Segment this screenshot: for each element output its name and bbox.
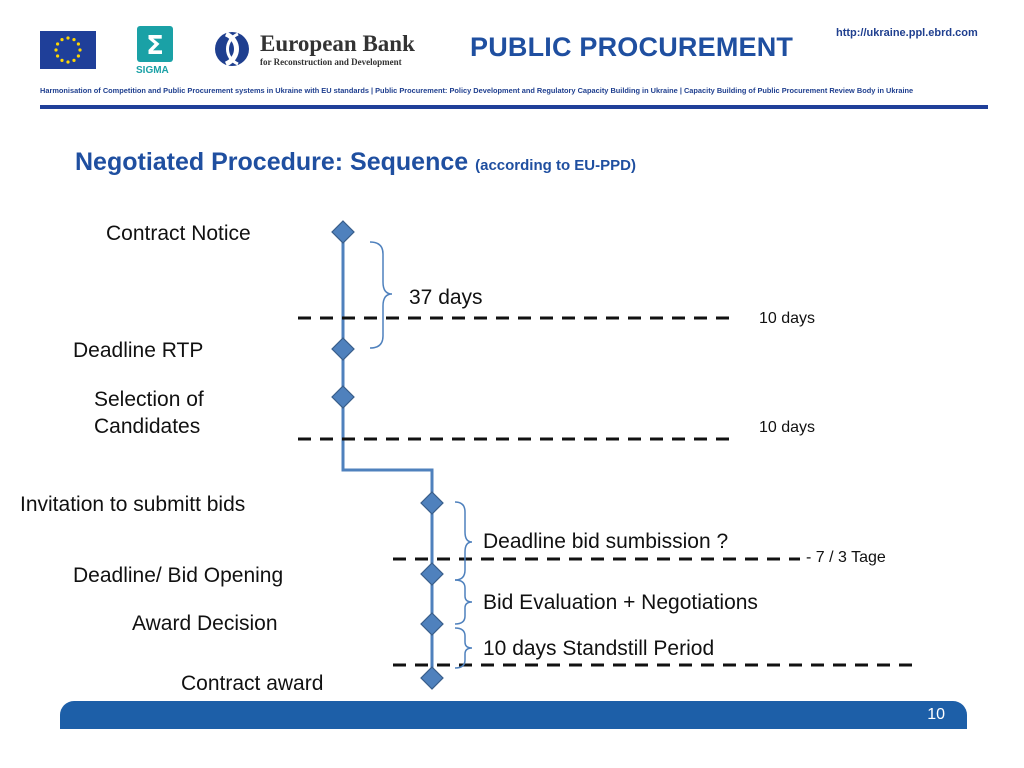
curly-bracket xyxy=(454,627,473,669)
curly-bracket xyxy=(454,501,473,581)
ebrd-subtitle: for Reconstruction and Development xyxy=(260,57,402,67)
milestone-diamond xyxy=(331,220,355,244)
milestone-diamond xyxy=(420,612,444,636)
slide-title-main: Negotiated Procedure: Sequence xyxy=(75,148,469,176)
step-label-deadline-rtp: Deadline RTP xyxy=(73,339,204,362)
program-title: PUBLIC PROCUREMENT xyxy=(470,32,794,62)
dash-note-tage: - 7 / 3 Tage xyxy=(806,549,886,566)
step-label-selection-line2: Candidates xyxy=(94,415,201,438)
step-label-bid-opening: Deadline/ Bid Opening xyxy=(73,564,284,587)
ebrd-name: European Bank xyxy=(260,31,415,56)
bracket-label-evaluation: Bid Evaluation + Negotiations xyxy=(483,591,758,614)
page-number: 10 xyxy=(927,706,945,723)
dash-note-10-days: 10 days xyxy=(759,310,816,327)
step-label-contract-award: Contract award xyxy=(181,672,324,695)
program-url[interactable]: http://ukraine.ppl.ebrd.com xyxy=(836,27,978,39)
slide-title: Negotiated Procedure: Sequence (accordin… xyxy=(75,148,636,177)
header-graphics: Σ xyxy=(40,26,988,109)
dash-note-10-days: 10 days xyxy=(759,419,816,436)
step-label-award-decision: Award Decision xyxy=(132,612,278,635)
step-label-contract-notice: Contract Notice xyxy=(106,222,251,245)
step-label-invitation: Invitation to submitt bids xyxy=(20,493,246,516)
footer-bar: 10 xyxy=(60,701,967,729)
milestone-diamond xyxy=(420,491,444,515)
curly-bracket xyxy=(454,579,473,625)
header-tagline: Harmonisation of Competition and Public … xyxy=(40,86,914,95)
bracket-label-37-days: 37 days xyxy=(409,286,483,309)
step-label-selection-line1: Selection of xyxy=(94,388,204,411)
header-banner: Σ European Bank for Reconstruction and D… xyxy=(0,0,1024,115)
slide-title-note: (according to EU-PPD) xyxy=(475,157,636,174)
eu-flag-logo xyxy=(40,31,96,69)
sigma-logo: Σ xyxy=(137,26,173,62)
bracket-label-bid-deadline: Deadline bid sumbission ? xyxy=(483,530,729,553)
bracket-label-standstill: 10 days Standstill Period xyxy=(483,637,715,660)
milestone-diamond xyxy=(420,666,444,690)
milestone-diamond xyxy=(331,337,355,361)
milestone-diamond xyxy=(420,562,444,586)
sigma-label: SIGMA xyxy=(136,65,169,76)
ebrd-logo xyxy=(215,31,249,67)
curly-bracket xyxy=(369,241,393,349)
header-rule xyxy=(40,105,988,109)
milestone-diamond xyxy=(331,385,355,409)
svg-text:Σ: Σ xyxy=(146,31,164,61)
